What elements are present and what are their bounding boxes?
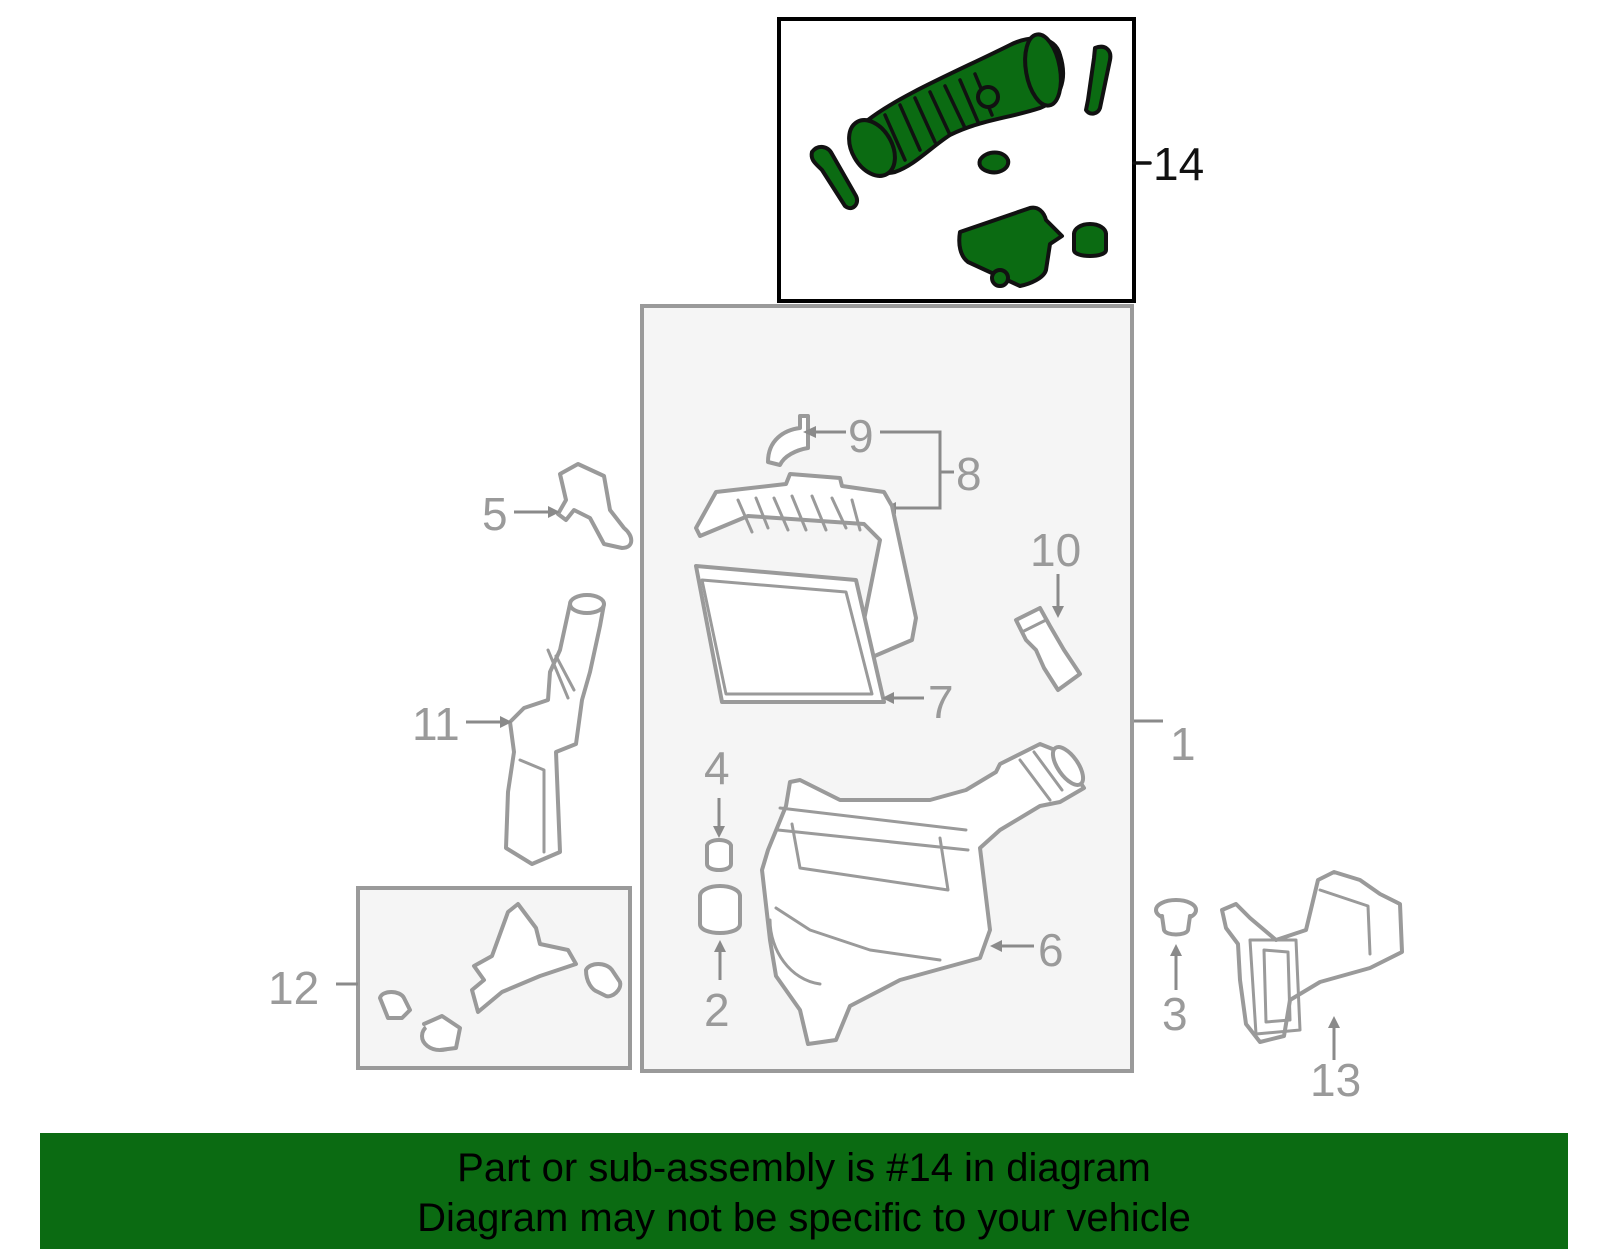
hose-clamp-right <box>1084 44 1113 116</box>
callout-9: 9 <box>848 410 874 462</box>
callout-1: 1 <box>1170 718 1196 770</box>
part-5-bracket <box>556 462 634 550</box>
callout-8: 8 <box>956 448 982 500</box>
callout-4: 4 <box>704 742 730 794</box>
banner-line-1: Part or sub-assembly is #14 in diagram <box>457 1146 1151 1190</box>
hose-clamp-left <box>809 145 859 211</box>
callout-5: 5 <box>482 488 508 540</box>
part-6-airbox-lower <box>760 742 1086 1046</box>
intake-hose-part <box>847 32 1066 178</box>
callout-2: 2 <box>704 984 730 1036</box>
part-3-grommet <box>1154 898 1198 937</box>
callout-7: 7 <box>928 676 954 728</box>
part-10-mass-airflow-sensor <box>1014 606 1082 692</box>
part-2-cushion <box>698 884 742 935</box>
part-8-airbox-cover <box>694 472 918 660</box>
callout-14: 14 <box>1153 138 1204 190</box>
part-11-intake-duct <box>504 593 606 866</box>
callout-3: 3 <box>1162 988 1188 1040</box>
part-14-assembly-box[interactable] <box>777 17 1136 303</box>
callout-13: 13 <box>1310 1054 1361 1106</box>
part-7-air-filter <box>694 564 886 704</box>
callout-11: 11 <box>412 698 460 750</box>
bushing-small <box>1072 222 1108 258</box>
part-4-grommet <box>705 838 733 872</box>
part-9-clip <box>766 414 810 467</box>
callout-10: 10 <box>1030 524 1081 576</box>
notice-banner: Part or sub-assembly is #14 in diagram D… <box>40 1133 1568 1249</box>
leader-8 <box>880 430 942 510</box>
part-13-air-duct <box>1220 870 1404 1044</box>
grommet-small <box>977 150 1011 175</box>
callout-6: 6 <box>1038 924 1064 976</box>
banner-line-2: Diagram may not be specific to your vehi… <box>417 1196 1191 1240</box>
part-12-bracket-set <box>378 902 623 1052</box>
resonator-part <box>957 205 1064 288</box>
callout-12: 12 <box>268 962 319 1014</box>
